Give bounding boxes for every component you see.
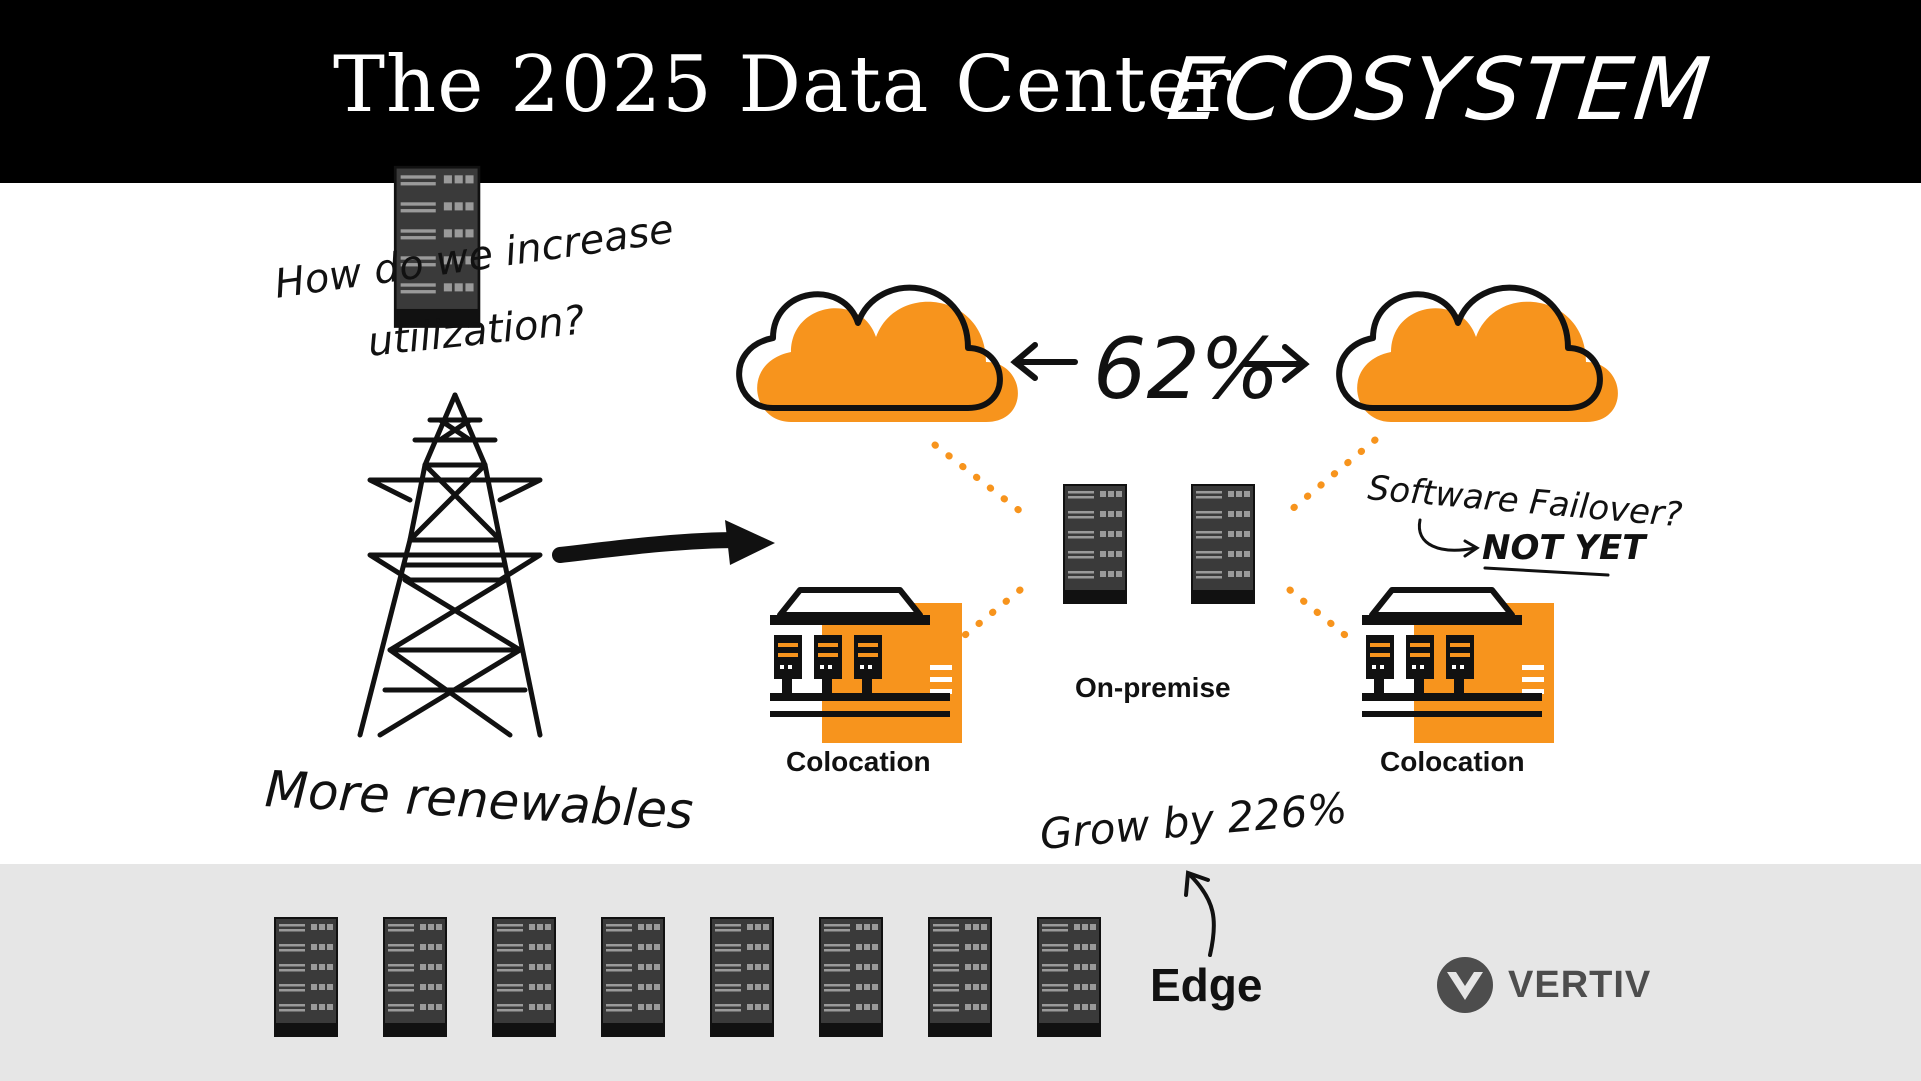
edge-label: Edge bbox=[1150, 959, 1263, 1011]
brand-name: VERTIV bbox=[1508, 964, 1652, 1006]
flow-arrow bbox=[552, 532, 748, 563]
failover-answer: NOT YET bbox=[1482, 528, 1646, 568]
percent-arrows bbox=[1010, 342, 1310, 383]
edge-racks bbox=[274, 917, 1101, 1037]
edge-rack-icon bbox=[819, 917, 883, 1037]
cloud-right-icon bbox=[1339, 288, 1618, 422]
cloud-percent: 62% bbox=[1093, 320, 1280, 418]
colocation-right-icon bbox=[1362, 590, 1554, 743]
growth-arrow bbox=[1184, 870, 1216, 957]
page-title: The 2025 Data Center bbox=[333, 40, 1233, 130]
cloud-left-icon bbox=[739, 288, 1018, 422]
edge-rack-icon bbox=[492, 917, 556, 1037]
colocation-right-label: Colocation bbox=[1380, 746, 1525, 777]
colocation-left-icon bbox=[770, 590, 962, 743]
failover-pointer bbox=[1417, 518, 1610, 577]
edge-rack-icon bbox=[710, 917, 774, 1037]
onpremise-label: On-premise bbox=[1075, 672, 1231, 703]
power-pylon-icon bbox=[357, 392, 543, 738]
colocation-left-label: Colocation bbox=[786, 746, 931, 777]
vertiv-logo-icon bbox=[1437, 957, 1493, 1013]
edge-rack-icon bbox=[1037, 917, 1101, 1037]
flow-arrow-head bbox=[725, 520, 775, 565]
edge-rack-icon bbox=[601, 917, 665, 1037]
edge-rack-icon bbox=[274, 917, 338, 1037]
edge-rack-icon bbox=[383, 917, 447, 1037]
edge-rack-icon bbox=[928, 917, 992, 1037]
dotted-connectors bbox=[931, 436, 1379, 639]
header-bar bbox=[0, 0, 1921, 183]
